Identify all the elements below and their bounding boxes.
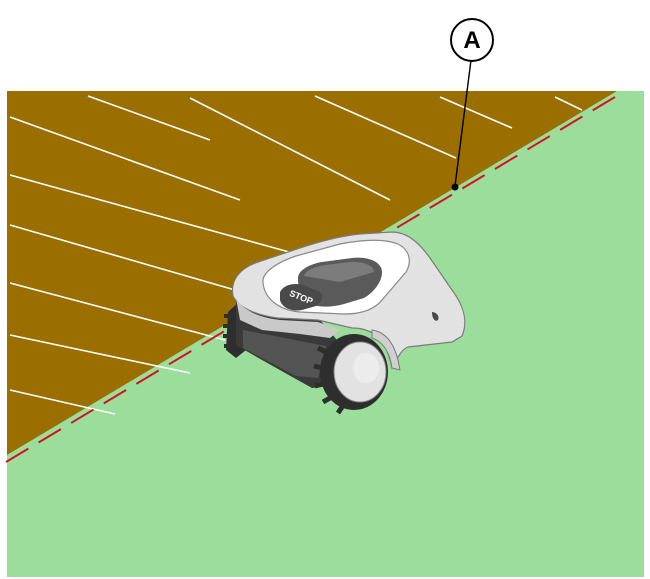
callout-letter: A — [463, 27, 480, 54]
callout-leader-line — [454, 59, 472, 187]
front-wheel — [313, 334, 388, 415]
deck-plank-lines — [9, 95, 583, 415]
callout-icon — [450, 18, 494, 62]
stop-button — [280, 284, 323, 311]
robotic-mower: STOP — [223, 231, 466, 415]
callout-anchor-dot — [451, 183, 459, 191]
wheel-guard — [371, 329, 401, 371]
